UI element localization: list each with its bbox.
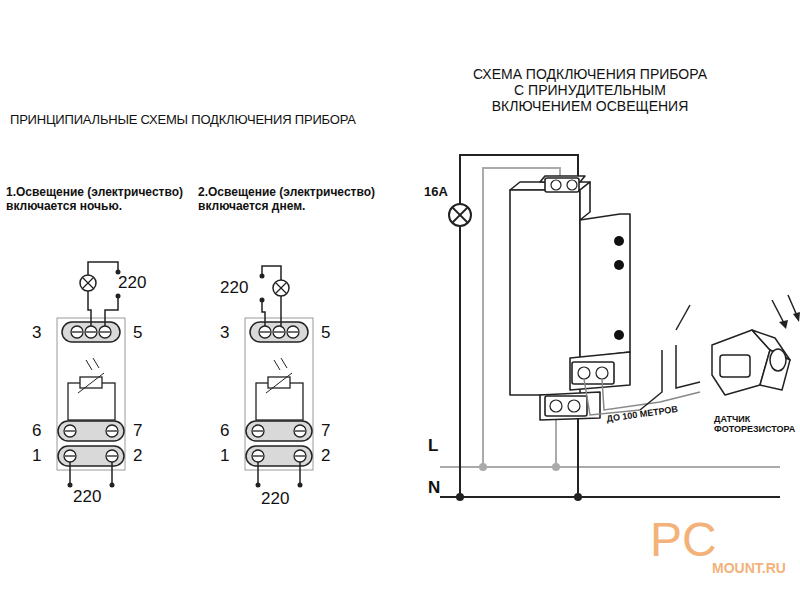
watermark: MOUNT.RU [712,560,786,576]
distance-note: ДО 100 МЕТРОВ [606,404,679,424]
terminal-number: 6 [32,421,41,441]
terminal-number: 3 [220,323,229,343]
terminal-number: 6 [220,421,229,441]
watermark: PC [650,512,717,567]
voltage-label: 220 [220,278,248,298]
option-note: 1.Освещение (электричество) включается н… [6,186,202,214]
voltage-label: 220 [261,489,289,509]
terminal-number: 5 [321,323,330,343]
terminal-number: 5 [133,323,142,343]
terminal-number: 2 [133,446,142,466]
neutral-label: N [428,478,440,498]
voltage-label: 220 [73,487,101,507]
terminal-number: 1 [32,446,41,466]
terminal-number: 2 [321,446,330,466]
terminal-number: 1 [220,446,229,466]
sensor-label: ДАТЧИК ФОТОРЕЗИСТОРА [714,414,798,435]
terminal-number: 7 [133,421,142,441]
voltage-label: 220 [118,273,146,293]
terminal-number: 3 [32,323,41,343]
option-note: 2.Освещение (электричество) включается д… [198,186,394,214]
section-heading: СХЕМА ПОДКЛЮЧЕНИЯ ПРИБОРА С ПРИНУДИТЕЛЬН… [470,66,710,114]
current-rating: 16A [424,185,448,200]
section-heading: ПРИНЦИПИАЛЬНЫЕ СХЕМЫ ПОДКЛЮЧЕНИЯ ПРИБОРА [10,113,356,128]
phase-label: L [428,436,438,456]
terminal-number: 7 [321,421,330,441]
